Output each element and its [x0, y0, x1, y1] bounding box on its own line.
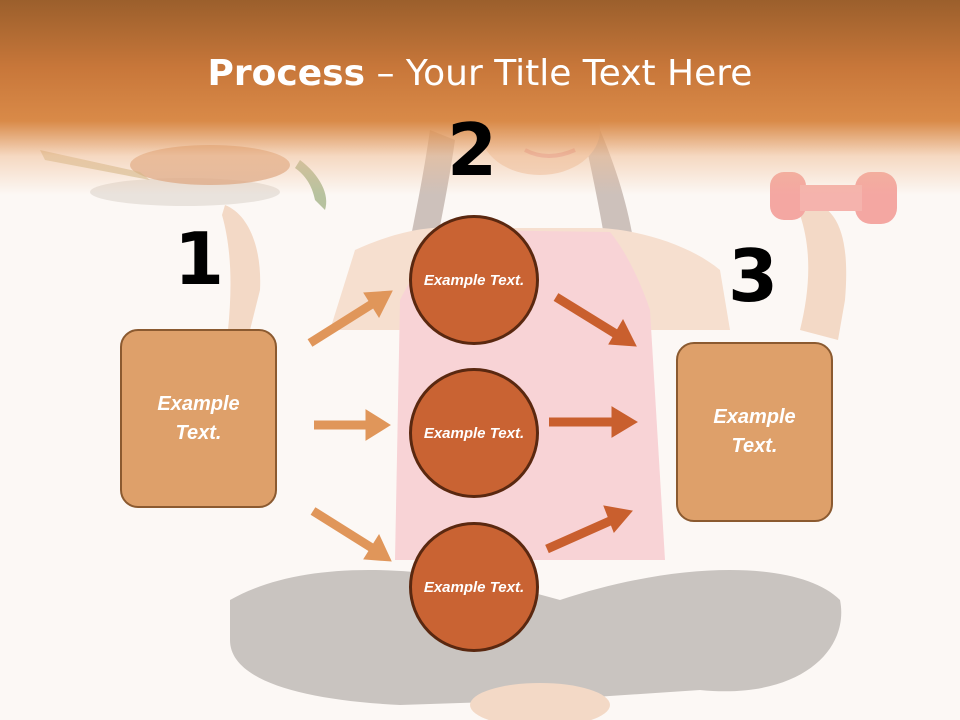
- title-bold: Process: [207, 53, 366, 94]
- step-2-circle-3-label: Example Text.: [423, 578, 525, 596]
- title-rest: – Your Title Text Here: [365, 53, 753, 94]
- step-2-circle-2: Example Text.: [409, 368, 539, 498]
- header-band: [0, 0, 960, 195]
- step-2-circle-1: Example Text.: [409, 215, 539, 345]
- arrow-1-to-2a: [307, 290, 393, 347]
- step-3-label: Example Text.: [713, 406, 796, 457]
- arrow-1-to-2b: [314, 409, 391, 441]
- slide-title: Process – Your Title Text Here: [0, 52, 960, 96]
- step-3-number: 3: [727, 234, 779, 318]
- step-3-box: Example Text.: [676, 342, 833, 522]
- step-1-label: Example Text.: [157, 392, 240, 444]
- arrow-1-to-2c: [310, 507, 392, 562]
- arrow-2c-to-3: [545, 505, 633, 554]
- step-2-circle-2-label: Example Text.: [423, 424, 525, 442]
- arrow-2a-to-3: [553, 293, 637, 347]
- step-1-box: Example Text.: [120, 329, 277, 508]
- step-2-circle-3: Example Text.: [409, 522, 539, 652]
- step-1-number: 1: [173, 217, 225, 301]
- step-2-circle-1-label: Example Text.: [423, 271, 525, 289]
- step-2-number: 2: [446, 108, 498, 192]
- arrow-2b-to-3: [549, 406, 638, 438]
